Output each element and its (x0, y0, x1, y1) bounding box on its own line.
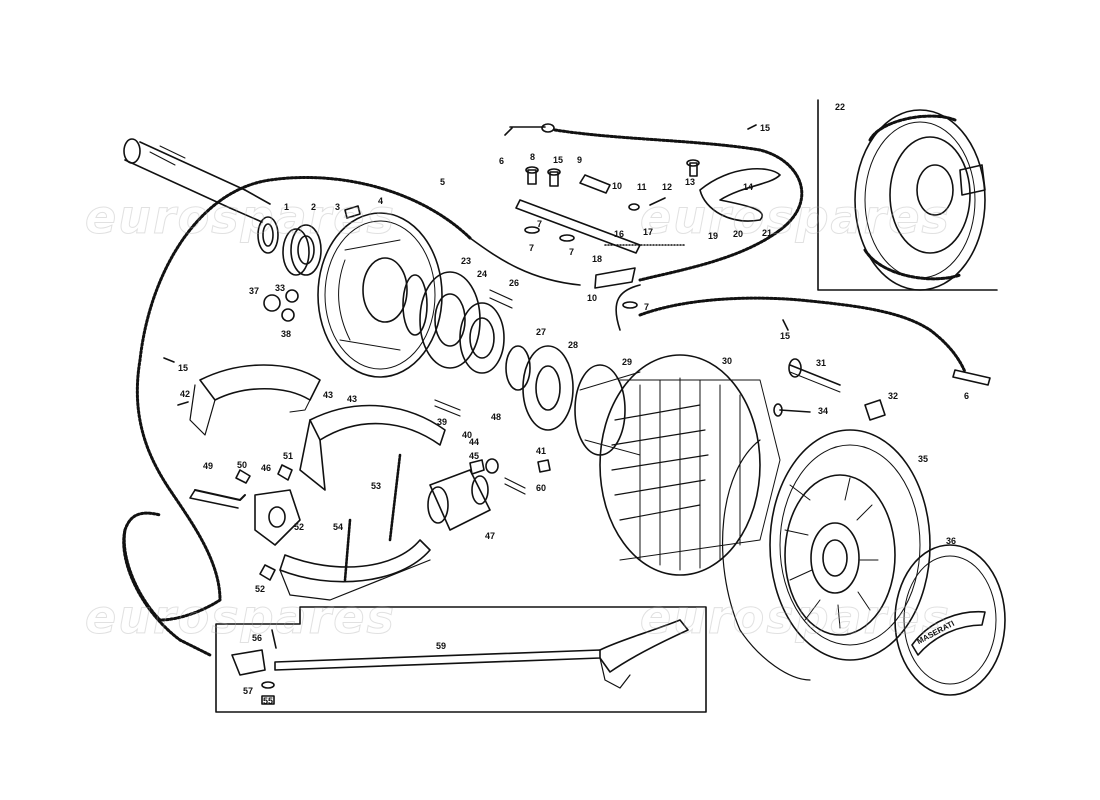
wheel-cylinder (427, 469, 491, 531)
axle-shaft (123, 138, 271, 223)
callout-label: 23 (461, 256, 472, 266)
callout-label: 15 (780, 331, 791, 341)
watermark: eurospares (85, 190, 396, 245)
watermark: eurospares (640, 190, 951, 245)
callout-label: 24 (477, 269, 488, 279)
callout-label: 15 (178, 363, 189, 373)
callout-label: 2 (311, 202, 317, 212)
wheel-studs (773, 358, 886, 421)
callout-label: 19 (708, 231, 719, 241)
callout-label: 22 (835, 102, 846, 112)
callout-label: 51 (283, 451, 294, 461)
callout-label: 27 (536, 327, 547, 337)
callout-label: 56 (252, 633, 263, 643)
callout-label: 28 (568, 340, 579, 350)
callout-label: 59 (436, 641, 447, 651)
callout-label: 35 (918, 454, 929, 464)
callout-label: 49 (203, 461, 214, 471)
hub-cap (894, 544, 1006, 696)
callout-label: 34 (818, 406, 829, 416)
callout-label: 14 (743, 182, 754, 192)
callout-label: 43 (323, 390, 334, 400)
brake-shoes (189, 364, 446, 601)
callout-label: 55 (263, 696, 274, 706)
handbrake-cable-right (638, 296, 967, 374)
callout-label: 17 (643, 227, 654, 237)
callout-label: 7 (569, 247, 575, 257)
callout-label: 47 (485, 531, 496, 541)
callout-label: 38 (281, 329, 292, 339)
callout-label: 48 (491, 412, 502, 422)
return-spring-55 (343, 518, 352, 582)
callout-label: 7 (644, 302, 650, 312)
callout-label: 57 (243, 686, 254, 696)
callout-label: 6 (964, 391, 970, 401)
callout-label: 16 (614, 229, 625, 239)
return-spring-54 (388, 453, 402, 542)
callout-label: 37 (249, 286, 260, 296)
compensator-lever (515, 167, 781, 289)
handbrake-lever (231, 619, 689, 705)
brake-drum-finned (574, 354, 781, 576)
handbrake-cable-9 (553, 128, 804, 282)
callout-label: 60 (536, 483, 547, 493)
callout-label: 7 (537, 219, 543, 229)
callout-label: 21 (762, 228, 773, 238)
callout-label: 7 (529, 243, 535, 253)
callout-label: 12 (662, 182, 673, 192)
callout-label: 42 (180, 389, 191, 399)
callout-label: 33 (275, 283, 286, 293)
wire-wheel (721, 429, 931, 681)
callout-label: 30 (722, 356, 733, 366)
inset-brake-assembly (854, 109, 986, 291)
callout-label: 31 (816, 358, 827, 368)
callout-label: 10 (587, 293, 598, 303)
callout-label: 13 (685, 177, 696, 187)
callout-label: 29 (622, 357, 633, 367)
inset-frame-handbrake-lever (215, 606, 707, 713)
callout-label: 43 (347, 394, 358, 404)
callout-label: 15 (553, 155, 564, 165)
fasteners (163, 124, 789, 406)
hub-bearings (257, 205, 361, 322)
brake-backplate (317, 212, 443, 378)
callout-label: 52 (255, 584, 266, 594)
callout-label: 8 (530, 152, 536, 162)
callout-label: 10 (612, 181, 623, 191)
callout-label: 32 (888, 391, 899, 401)
callout-label: 5 (440, 177, 446, 187)
callout-label: 20 (733, 229, 744, 239)
callout-label: 41 (536, 446, 547, 456)
adjuster-assembly (189, 399, 551, 581)
callout-label: 6 (499, 156, 505, 166)
callout-label: 46 (261, 463, 272, 473)
hub-flange-set (402, 271, 574, 431)
callout-label: 3 (335, 202, 341, 212)
callout-label: 36 (946, 536, 957, 546)
callout-label: 11 (637, 182, 647, 192)
callout-label: 39 (437, 417, 448, 427)
callout-label: 40 (462, 430, 473, 440)
callout-label: 52 (294, 522, 305, 532)
callout-label: 50 (237, 460, 248, 470)
callout-label: 1 (284, 202, 290, 212)
callout-label: 45 (469, 451, 480, 461)
callout-label: 9 (577, 155, 583, 165)
callout-label: 53 (371, 481, 382, 491)
callout-label: 44 (469, 437, 480, 447)
callout-label: 26 (509, 278, 520, 288)
callout-label: 15 (760, 123, 771, 133)
callout-label: 18 (592, 254, 603, 264)
callout-label: 54 (333, 522, 344, 532)
watermark: eurospares (640, 590, 951, 645)
inset-frame-brake-assembly (817, 99, 998, 291)
watermark: eurospares (85, 590, 396, 645)
callout-label: 4 (378, 196, 384, 206)
